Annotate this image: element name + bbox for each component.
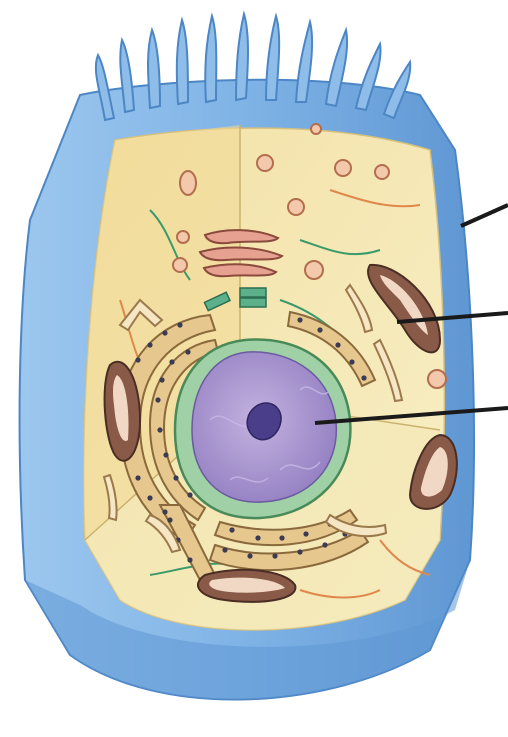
ribosome-dot (177, 322, 182, 327)
ribosome-dot (247, 553, 252, 558)
ribosome-dot (317, 327, 322, 332)
ribosome-dot (272, 553, 277, 558)
ribosome-dot (163, 452, 168, 457)
ribosome-dot (322, 542, 327, 547)
ribosome-dot (303, 531, 308, 536)
ribosome-dot (147, 495, 152, 500)
ribosome-dot (229, 527, 234, 532)
ribosome-dot (255, 535, 260, 540)
leader-line-membrane (461, 205, 508, 226)
ribosome-dot (279, 535, 284, 540)
ribosome-dot (187, 492, 192, 497)
ribosome-dot (173, 475, 178, 480)
ribosome-dot (159, 377, 164, 382)
ribosome-dot (135, 357, 140, 362)
mitochondrion (198, 570, 295, 602)
ribosome-dot (349, 359, 354, 364)
ribosome-dot (297, 549, 302, 554)
ribosome-dot (187, 557, 192, 562)
ribosome-dot (155, 397, 160, 402)
ribosome-dot (147, 342, 152, 347)
ribosome-dot (297, 317, 302, 322)
ribosome-dot (169, 359, 174, 364)
ribosome-dot (162, 330, 167, 335)
ribosome-dot (157, 427, 162, 432)
ribosome-dot (162, 509, 167, 514)
ribosome-dot (361, 375, 366, 380)
golgi-apparatus (200, 230, 282, 276)
ribosome-dot (135, 475, 140, 480)
ribosome-dot (167, 517, 172, 522)
ribosome-dot (185, 349, 190, 354)
ribosome-dot (335, 342, 340, 347)
ribosome-dot (222, 547, 227, 552)
